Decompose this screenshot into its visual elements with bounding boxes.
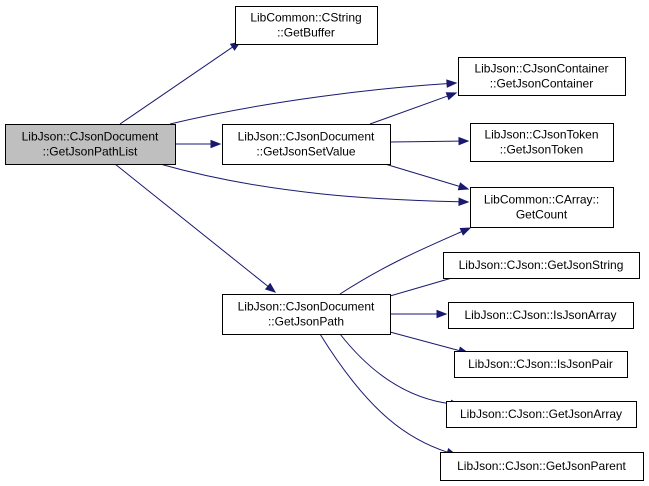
edge-line bbox=[169, 83, 448, 125]
edge-root-to-carray-getcount bbox=[159, 163, 470, 207]
arrowhead bbox=[264, 282, 277, 293]
arrowhead bbox=[459, 227, 472, 236]
arrowhead bbox=[458, 197, 470, 207]
node-label: ::GetJsonSetValue bbox=[256, 145, 355, 159]
edge-root-to-cjsoncontainer-getjsoncontainer bbox=[169, 79, 458, 125]
node-box[interactable] bbox=[458, 57, 626, 96]
arrowhead bbox=[210, 139, 222, 149]
node-cjson-isjsonpair[interactable]: LibJson::CJson::IsJsonPair bbox=[454, 351, 628, 378]
node-label: LibCommon::CString bbox=[250, 11, 361, 25]
edge-line bbox=[119, 46, 233, 125]
node-cjson-getjsonarray[interactable]: LibJson::CJson::GetJsonArray bbox=[446, 401, 637, 428]
node-cjsoncontainer-getjsoncontainer[interactable]: LibJson::CJsonContainer::GetJsonContaine… bbox=[458, 57, 626, 96]
edge-root-to-cjsondocument-getjsonpath bbox=[114, 163, 277, 293]
arrowhead bbox=[457, 182, 470, 191]
node-label: LibJson::CJsonDocument bbox=[238, 130, 375, 144]
node-root[interactable]: LibJson::CJsonDocument::GetJsonPathList bbox=[5, 124, 176, 165]
node-label: LibJson::CJsonDocument bbox=[22, 130, 159, 144]
node-label: LibJson::CJsonContainer bbox=[474, 62, 608, 76]
node-label: ::GetJsonContainer bbox=[490, 77, 593, 91]
node-cjson-isjsonarray[interactable]: LibJson::CJson::IsJsonArray bbox=[448, 302, 634, 329]
node-label: LibJson::CJson::GetJsonArray bbox=[460, 407, 622, 421]
call-nodes: LibJson::CJsonDocument::GetJsonPathListL… bbox=[5, 6, 644, 481]
node-cjson-getjsonstring[interactable]: LibJson::CJson::GetJsonString bbox=[443, 252, 640, 279]
edge-cjsondocument-getjsonsetvalue-to-cjsontoken-getjsontoken bbox=[389, 136, 470, 146]
node-label: LibCommon::CArray:: bbox=[484, 193, 599, 207]
node-box[interactable] bbox=[454, 351, 628, 378]
node-label: GetCount bbox=[516, 208, 568, 222]
edge-cjsondocument-getjsonpath-to-cjson-isjsonarray bbox=[390, 309, 448, 319]
edge-cjsondocument-getjsonsetvalue-to-cjsoncontainer-getjsoncontainer bbox=[369, 92, 458, 125]
edge-line bbox=[389, 331, 460, 352]
edge-line bbox=[339, 333, 452, 405]
arrowhead bbox=[446, 79, 458, 88]
node-box[interactable] bbox=[440, 452, 644, 481]
edge-cjsondocument-getjsonpath-to-cjson-isjsonpair bbox=[389, 331, 470, 355]
edge-line bbox=[319, 333, 448, 453]
edge-cjsondocument-getjsonsetvalue-to-carray-getcount bbox=[384, 163, 470, 191]
call-edges bbox=[114, 41, 478, 457]
arrowhead bbox=[458, 136, 470, 146]
edge-line bbox=[114, 163, 269, 287]
edge-root-to-cstring-getbuffer bbox=[119, 41, 242, 125]
node-box[interactable] bbox=[222, 124, 391, 165]
node-label: LibJson::CJson::IsJsonPair bbox=[468, 357, 613, 371]
node-cjsondocument-getjsonsetvalue[interactable]: LibJson::CJsonDocument::GetJsonSetValue bbox=[222, 124, 391, 165]
edge-cjsondocument-getjsonpath-to-carray-getcount bbox=[339, 227, 472, 295]
edge-cjsondocument-getjsonpath-to-cjson-getjsonarray bbox=[339, 333, 462, 409]
arrowhead bbox=[445, 92, 458, 101]
node-cjsondocument-getjsonpath[interactable]: LibJson::CJsonDocument::GetJsonPath bbox=[222, 294, 391, 335]
node-box[interactable] bbox=[470, 187, 614, 228]
edge-line bbox=[384, 163, 460, 187]
node-label: ::GetBuffer bbox=[277, 26, 335, 40]
node-cstring-getbuffer[interactable]: LibCommon::CString::GetBuffer bbox=[235, 6, 378, 45]
node-box[interactable] bbox=[5, 124, 176, 165]
node-box[interactable] bbox=[235, 6, 378, 45]
node-label: ::GetJsonPathList bbox=[43, 145, 138, 159]
node-box[interactable] bbox=[470, 123, 614, 162]
edge-line bbox=[159, 163, 460, 203]
node-label: LibJson::CJson::GetJsonString bbox=[459, 258, 624, 272]
node-label: LibJson::CJson::GetJsonParent bbox=[457, 459, 626, 473]
edge-line bbox=[369, 95, 448, 125]
node-label: ::GetJsonToken bbox=[500, 143, 583, 157]
node-label: LibJson::CJsonDocument bbox=[238, 300, 375, 314]
edge-line bbox=[389, 140, 460, 143]
node-box[interactable] bbox=[222, 294, 391, 335]
node-label: LibJson::CJson::IsJsonArray bbox=[464, 308, 616, 322]
node-label: LibJson::CJsonToken bbox=[484, 128, 598, 142]
node-cjson-getjsonparent[interactable]: LibJson::CJson::GetJsonParent bbox=[440, 452, 644, 481]
node-cjsontoken-getjsontoken[interactable]: LibJson::CJsonToken::GetJsonToken bbox=[470, 123, 614, 162]
edge-line bbox=[339, 231, 462, 295]
node-box[interactable] bbox=[448, 302, 634, 329]
node-carray-getcount[interactable]: LibCommon::CArray::GetCount bbox=[470, 187, 614, 228]
node-box[interactable] bbox=[446, 401, 637, 428]
arrowhead bbox=[436, 309, 448, 319]
edge-cjsondocument-getjsonpath-to-cjson-getjsonparent bbox=[319, 333, 458, 457]
edge-root-to-cjsondocument-getjsonsetvalue bbox=[175, 139, 222, 149]
node-label: ::GetJsonPath bbox=[268, 315, 344, 329]
node-box[interactable] bbox=[443, 252, 640, 279]
